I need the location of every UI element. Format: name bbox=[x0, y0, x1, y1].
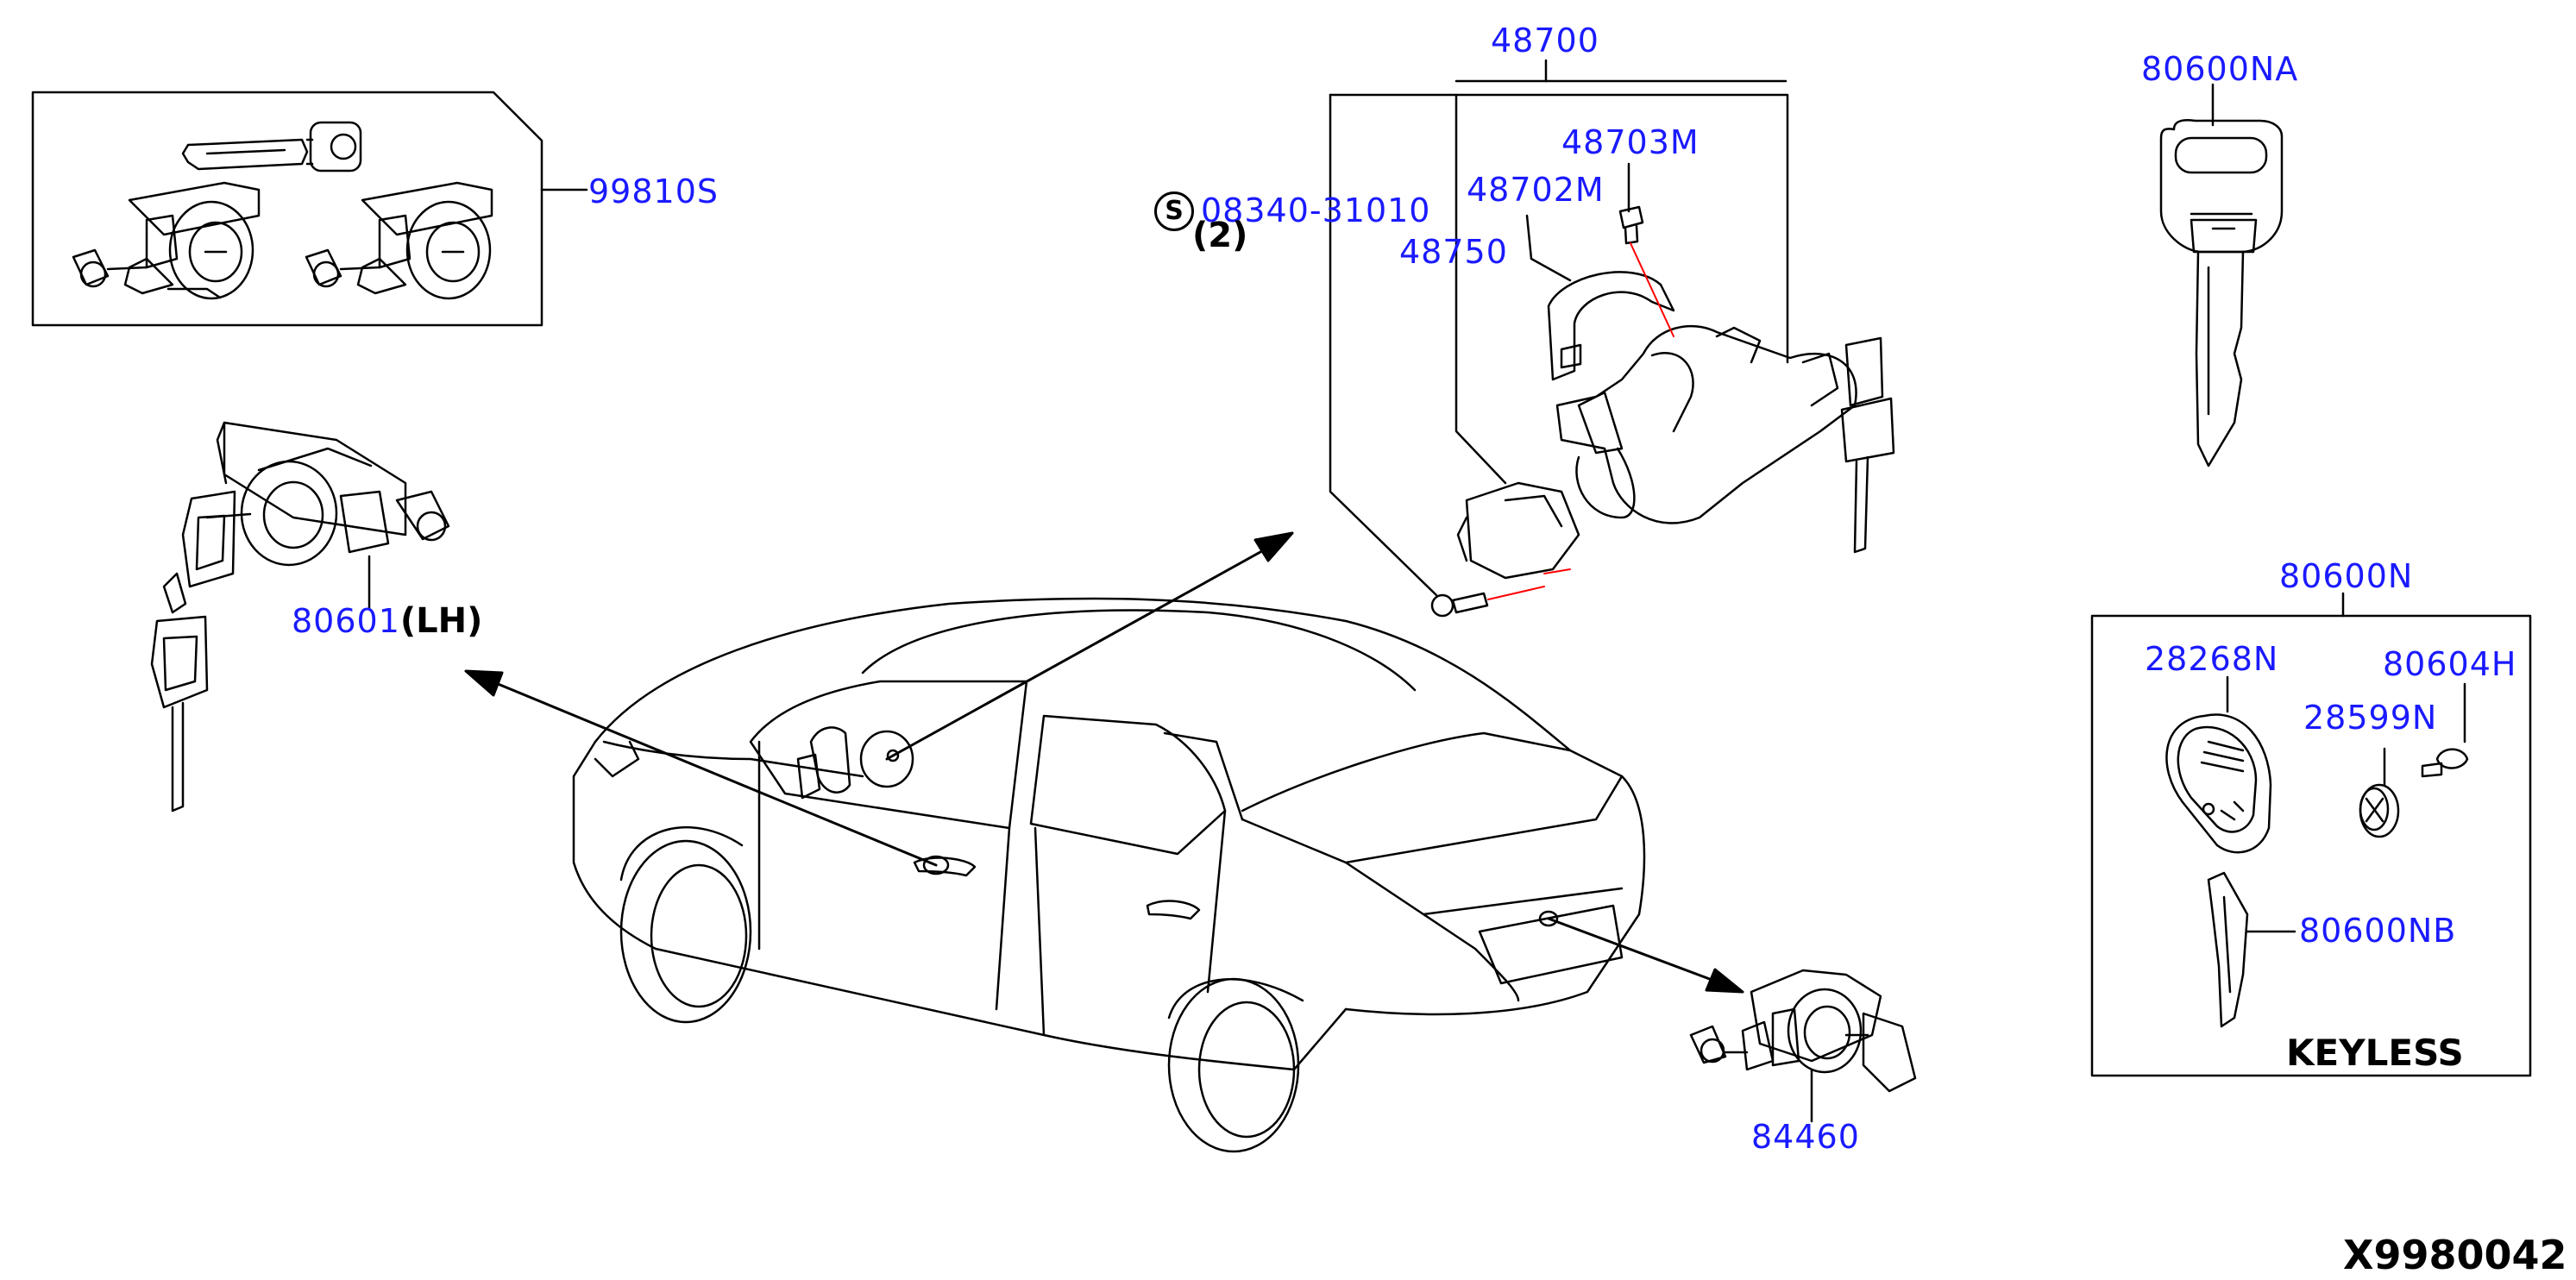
part-label-48700: 48700 bbox=[1491, 22, 1599, 60]
master-key bbox=[2161, 85, 2282, 466]
part-label-48702m: 48702M bbox=[1467, 171, 1605, 209]
standard-part-symbol: S bbox=[1154, 191, 1194, 231]
diagram-id: X9980042 bbox=[2343, 1232, 2567, 1278]
part-label-80601-group: 80601(LH) bbox=[292, 601, 482, 641]
part-label-84460: 84460 bbox=[1751, 1118, 1860, 1156]
car-body bbox=[574, 599, 1644, 1151]
screw-icon bbox=[1432, 593, 1487, 616]
trunk-lock bbox=[1691, 970, 1915, 1121]
part-label-bolt: 08340-31010 bbox=[1201, 191, 1431, 229]
part-label-80600n: 80600N bbox=[2279, 557, 2414, 595]
reference-arrows bbox=[466, 533, 1743, 992]
part-label-80600na: 80600NA bbox=[2141, 50, 2299, 88]
part-label-80600nb: 80600NB bbox=[2299, 912, 2457, 950]
keyless-caption: KEYLESS bbox=[2286, 1032, 2464, 1074]
part-label-80604h: 80604H bbox=[2383, 645, 2517, 683]
side-qualifier: (LH) bbox=[399, 601, 483, 641]
screw-icon bbox=[1620, 207, 1643, 243]
part-label-28268n: 28268N bbox=[2145, 640, 2279, 678]
door-lock-lh bbox=[152, 423, 449, 811]
lock-cylinder-icon bbox=[306, 183, 492, 298]
part-label-28599n: 28599N bbox=[2303, 699, 2438, 737]
ignition-assembly bbox=[1330, 60, 1894, 616]
part-label-80601: 80601 bbox=[292, 602, 400, 640]
keyless-box bbox=[2092, 593, 2530, 1076]
part-label-99810s: 99810S bbox=[588, 173, 719, 210]
lock-cylinder-icon bbox=[73, 183, 259, 298]
lock-set-box bbox=[33, 92, 587, 325]
part-label-48703m: 48703M bbox=[1561, 123, 1700, 161]
key-blank-icon bbox=[183, 122, 361, 171]
part-label-48750: 48750 bbox=[1399, 233, 1508, 271]
bolt-quantity: (2) bbox=[1192, 216, 1248, 255]
